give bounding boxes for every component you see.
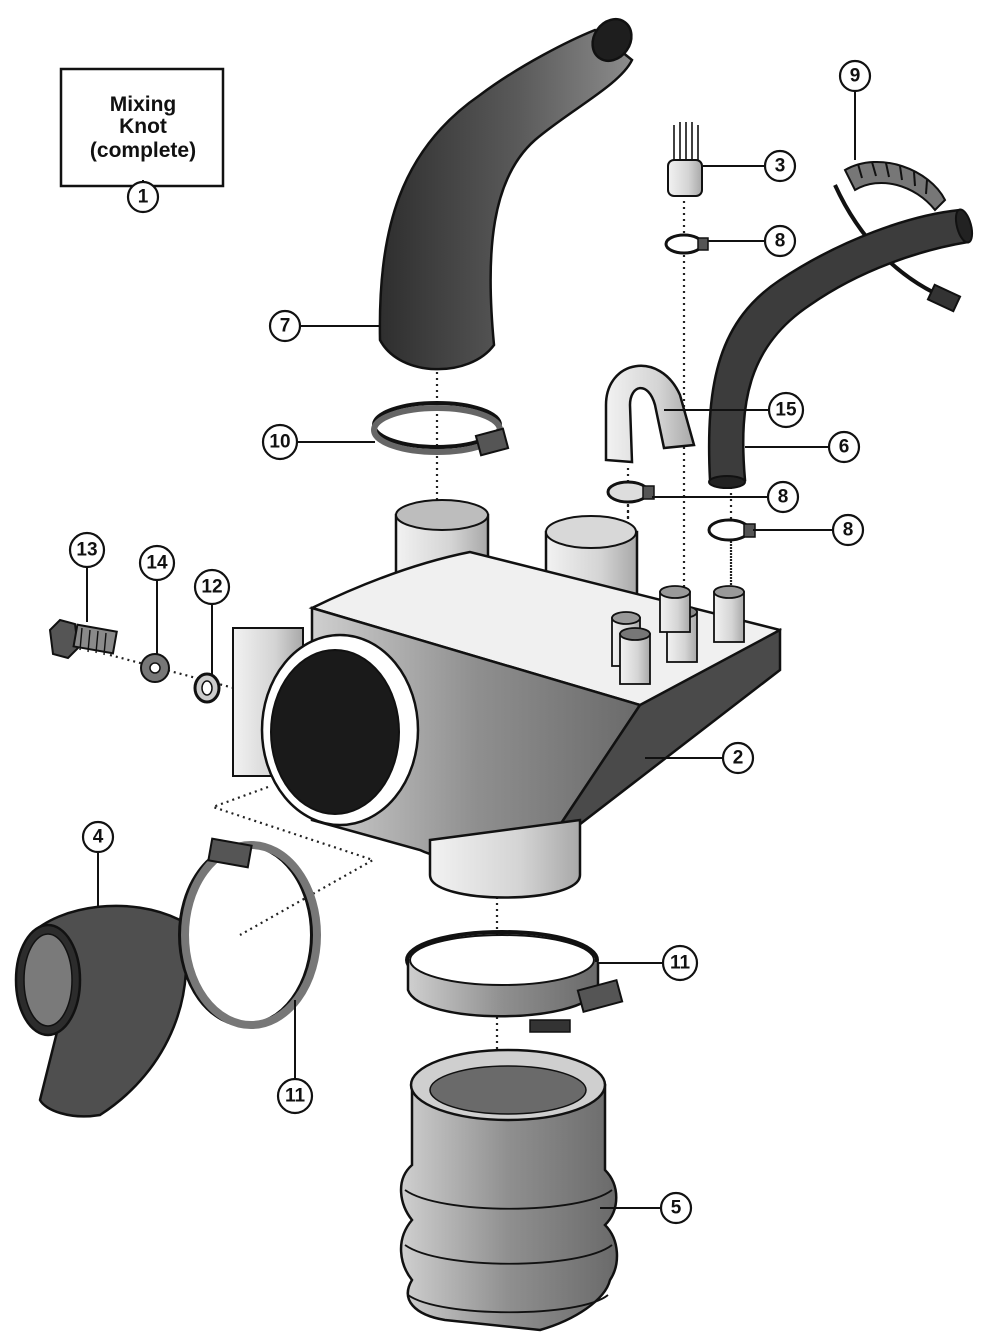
callout-4: 4: [81, 820, 115, 854]
callout-8-lower: 8: [831, 513, 865, 547]
callout-2: 2: [721, 741, 755, 775]
curved-hose: [707, 208, 974, 489]
callout-6: 6: [827, 430, 861, 464]
brush-cap: [667, 122, 703, 197]
hose-clamp-lower: [405, 930, 624, 1033]
small-clamp-upper: [664, 233, 709, 255]
mixing-body: [232, 499, 782, 899]
svg-text:8: 8: [778, 487, 789, 508]
svg-text:8: 8: [775, 231, 786, 252]
hose-clamp-left: [178, 837, 321, 1029]
small-clamp-left: [606, 480, 655, 504]
svg-text:5: 5: [671, 1198, 682, 1219]
title-line-2: Knot: [119, 115, 167, 138]
callout-7: 7: [268, 309, 302, 343]
side-elbow-hose: [14, 904, 188, 1118]
lock-washer: [140, 653, 170, 683]
callout-13: 13: [68, 531, 106, 569]
callout-14: 14: [138, 544, 176, 582]
callout-1-number: 1: [138, 187, 149, 208]
title-line-1: Mixing: [110, 93, 177, 116]
callout-3: 3: [763, 149, 797, 183]
svg-text:7: 7: [280, 316, 291, 337]
svg-text:8: 8: [843, 520, 854, 541]
svg-text:10: 10: [269, 432, 290, 453]
svg-text:12: 12: [201, 577, 222, 598]
callout-15: 15: [767, 391, 805, 429]
callout-11-lower: 11: [661, 944, 699, 982]
bolt: [48, 618, 118, 660]
svg-text:14: 14: [146, 553, 168, 574]
callout-10: 10: [261, 423, 299, 461]
callouts: 9 3 8 7 15 10 6 8: [68, 59, 872, 1225]
bellows: [399, 1048, 619, 1332]
u-hose: [604, 364, 696, 464]
svg-text:11: 11: [285, 1086, 306, 1107]
elbow-hose: [378, 17, 634, 371]
hose-clamp-upper: [371, 401, 510, 457]
callout-9: 9: [838, 59, 872, 93]
callout-5: 5: [659, 1191, 693, 1225]
callout-11-left: 11: [276, 1077, 314, 1115]
svg-text:4: 4: [93, 827, 104, 848]
svg-text:15: 15: [775, 400, 797, 421]
flat-washer: [193, 672, 221, 704]
callout-8-middle: 8: [766, 480, 800, 514]
leader-lines: [86, 91, 856, 1209]
svg-text:11: 11: [670, 953, 691, 974]
small-clamp-right: [707, 518, 756, 542]
svg-text:3: 3: [775, 156, 786, 177]
svg-text:6: 6: [839, 437, 850, 458]
title-line-3: (complete): [90, 139, 196, 162]
title-box: Mixing Knot (complete) 1: [59, 67, 225, 214]
svg-text:13: 13: [76, 540, 97, 561]
callout-12: 12: [193, 568, 231, 606]
callout-8-upper: 8: [763, 224, 797, 258]
svg-text:9: 9: [850, 66, 861, 87]
svg-text:2: 2: [733, 748, 744, 769]
